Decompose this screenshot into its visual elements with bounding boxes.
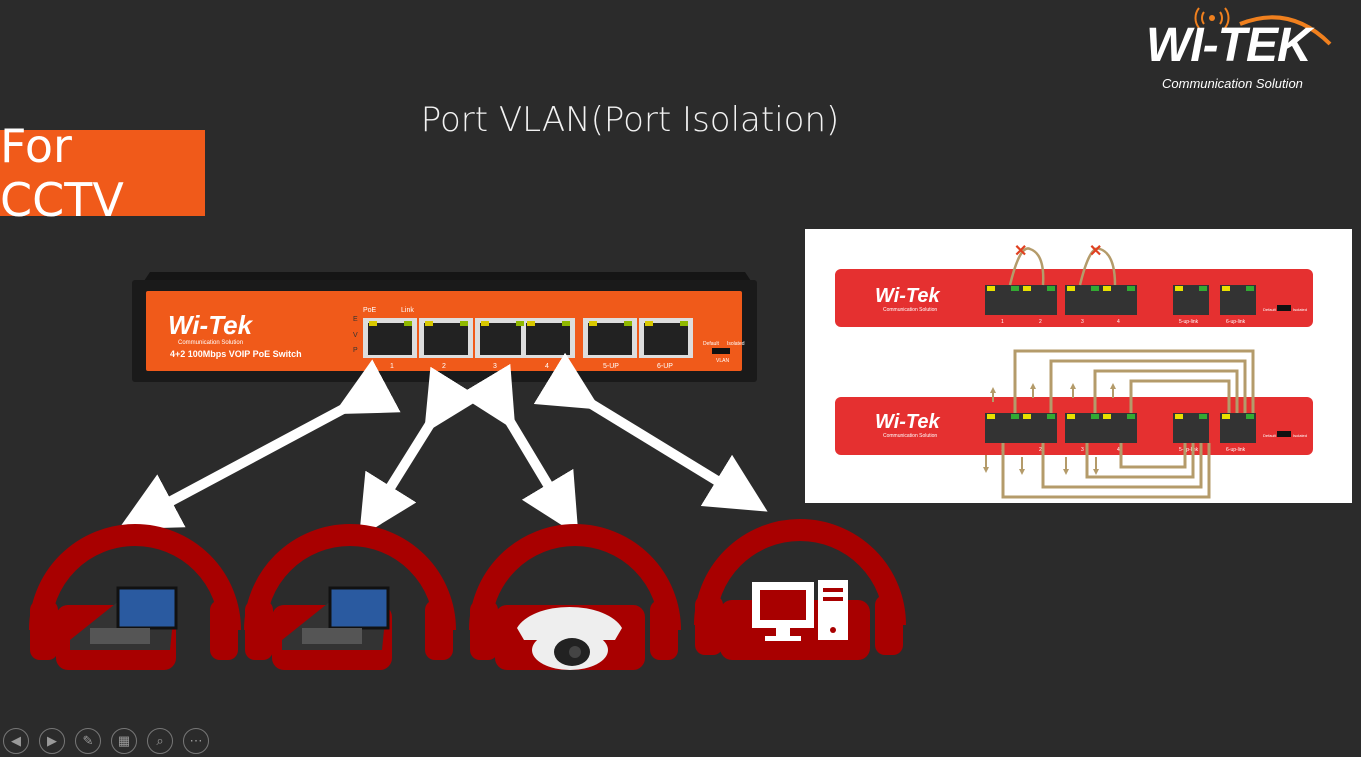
logo-tagline: Communication Solution [1162, 76, 1303, 91]
next-icon[interactable]: ▶ [39, 728, 65, 754]
mode-sub-label: VLAN [716, 358, 729, 364]
diagram-top-brand-sub: Communication Solution [883, 307, 937, 313]
blocked-x-icon: ✕ [1014, 243, 1027, 260]
connection-arrows [118, 352, 768, 538]
blocked-links [1008, 247, 1117, 286]
diagram-top-port-4: 4 [1117, 319, 1120, 325]
wifi-signal-icon [1194, 7, 1332, 46]
for-cctv-badge: For CCTV [0, 119, 205, 227]
dome-camera-icon [517, 606, 622, 670]
bottom-switch-ports [985, 413, 1256, 443]
diagram-bottom-port-3: 3 [1081, 447, 1084, 453]
logo-brand: WI-TEK [1146, 19, 1312, 72]
diagram-top-port-5: 5-up-link [1179, 319, 1199, 325]
mode-label-isolated: Isolated [727, 341, 745, 347]
ip-phone-icon [282, 586, 390, 650]
previous-icon[interactable]: ◀ [3, 728, 29, 754]
switch-ports [363, 318, 693, 358]
diagram-bottom-port-6: 6-up-link [1226, 447, 1246, 453]
diagram-top-mode-default: Default [1263, 307, 1277, 312]
diagram-bottom-brand-sub: Communication Solution [883, 433, 937, 439]
more-icon[interactable]: ⋯ [183, 728, 209, 754]
zoom-icon[interactable]: ⌕ [147, 728, 173, 754]
diagram-top-port-3: 3 [1081, 319, 1084, 325]
diagram-bottom-mode-default: Default [1263, 433, 1277, 438]
diagram-bottom-port-5: 5-up-link [1179, 447, 1199, 453]
led-label-p: P [353, 347, 358, 354]
direction-arrows [983, 383, 1116, 475]
pen-icon[interactable]: ✎ [75, 728, 101, 754]
switch-model: 4+2 100Mbps VOIP PoE Switch [170, 349, 302, 359]
device-holder-2 [244, 524, 456, 670]
port-label-4: 4 [545, 363, 549, 370]
diagram-top-mode-isolated: Isolated [1293, 307, 1307, 312]
switch-brand-sub: Communication Solution [178, 340, 243, 346]
presentation-controls: ◀ ▶ ✎ ▦ ⌕ ⋯ [3, 728, 209, 756]
led-label-v: V [353, 332, 358, 339]
device-holder-3 [469, 524, 681, 670]
diagram-top-port-6: 6-up-link [1226, 319, 1246, 325]
ip-phone-icon [70, 586, 178, 650]
diagram-top-brand: Wi-Tek [875, 285, 941, 307]
led-label-e: E [353, 316, 358, 323]
diagram-top-port-2: 2 [1039, 319, 1042, 325]
slide-title: Port VLAN(Port Isolation) [420, 100, 840, 140]
isolation-diagram-svg: Wi-Tek Communication Solution 1 2 3 4 5-… [835, 243, 1313, 499]
diagram-top-port-1: 1 [1001, 319, 1004, 325]
poe-switch: Wi-Tek Communication Solution 4+2 100Mbp… [132, 272, 757, 382]
port-label-2: 2 [442, 363, 446, 370]
witek-logo: WI-TEK Communication Solution [1140, 4, 1345, 94]
computer-icon [752, 580, 848, 641]
poe-label: PoE [363, 307, 377, 314]
port-label-5up: 5-UP [603, 363, 619, 370]
diagram-bottom-port-2: 2 [1039, 447, 1042, 453]
vlan-mode-switch [712, 348, 730, 354]
mode-label-default: Default [703, 341, 719, 347]
switch-brand: Wi-Tek [168, 310, 254, 340]
link-label: Link [401, 307, 414, 314]
diagram-bottom-mode-isolated: Isolated [1293, 433, 1307, 438]
port-label-3: 3 [493, 363, 497, 370]
device-holder-1 [29, 524, 241, 670]
slides-icon[interactable]: ▦ [111, 728, 137, 754]
device-holder-4 [694, 519, 906, 660]
top-switch-ports [985, 285, 1256, 315]
port-label-6up: 6-UP [657, 363, 673, 370]
diagram-bottom-brand: Wi-Tek [875, 411, 941, 433]
port-isolation-diagram: Wi-Tek Communication Solution 1 2 3 4 5-… [805, 229, 1352, 503]
diagram-bottom-port-4: 4 [1117, 447, 1120, 453]
uplink-wiring [1001, 349, 1255, 499]
blocked-x-icon: ✕ [1089, 243, 1102, 260]
port-label-1: 1 [390, 363, 394, 370]
